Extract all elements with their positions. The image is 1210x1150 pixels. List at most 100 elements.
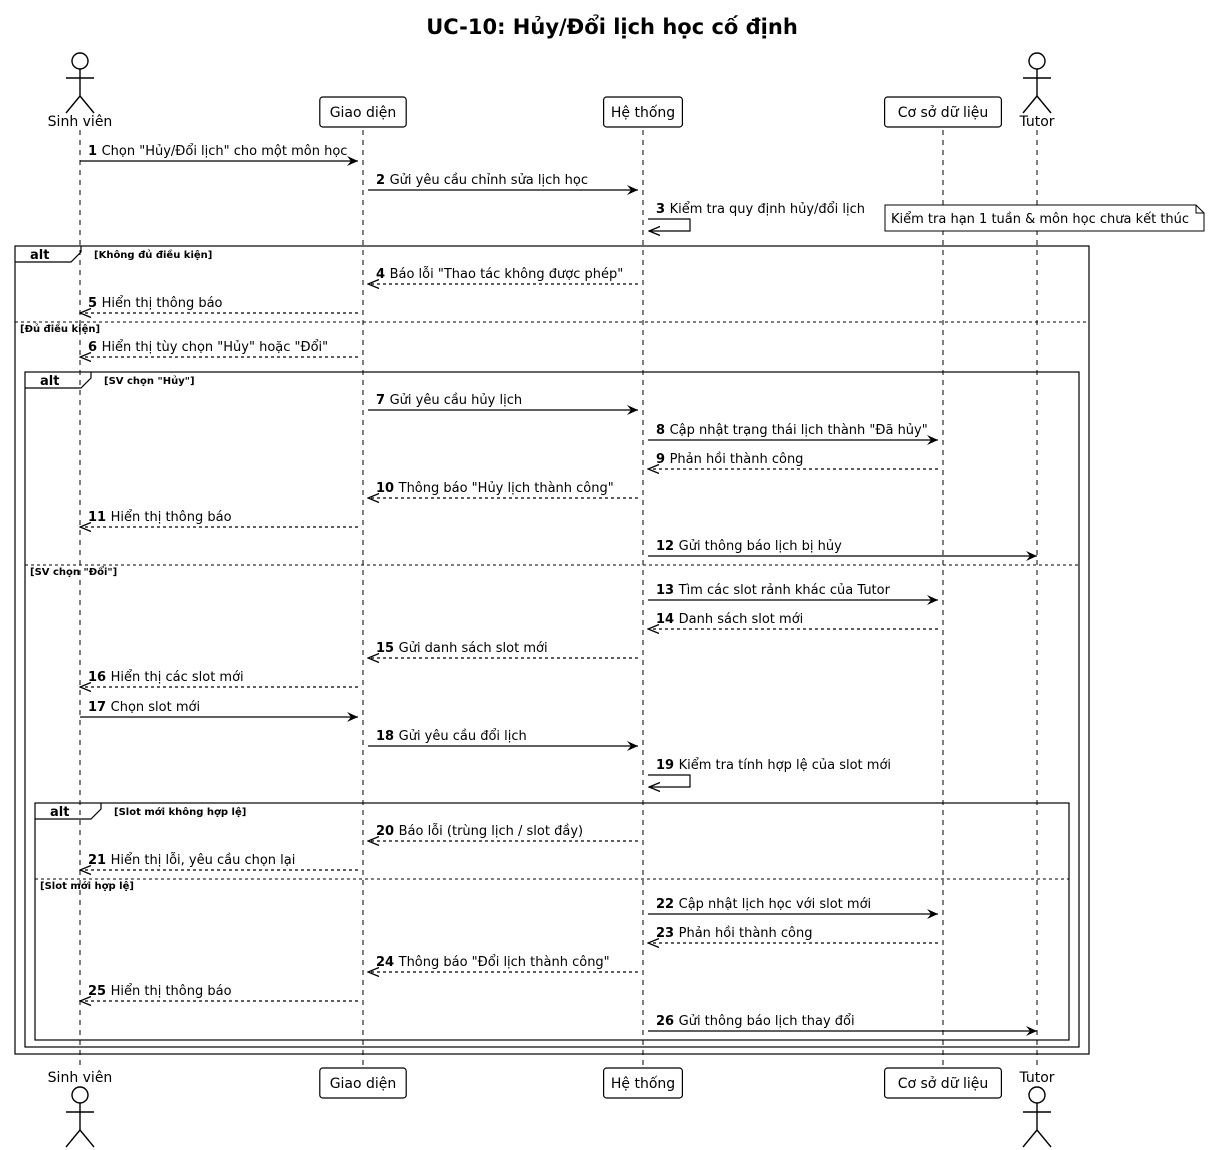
message-label: 2 Gửi yêu cầu chỉnh sửa lịch học [376,173,588,188]
message-label: 23 Phản hồi thành công [656,926,812,941]
participant-db-bottom: Cơ sở dữ liệu [883,1067,1002,1099]
fragment-guard: [SV chọn "Đổi"] [30,565,117,578]
message-label: 12 Gửi thông báo lịch bị hủy [656,539,842,554]
message-label: 5 Hiển thị thông báo [88,296,223,311]
participant-label: Tutor [1018,114,1054,130]
participant-label: Sinh viên [48,1070,113,1086]
note-text: Kiểm tra hạn 1 tuần & môn học chưa kết t… [891,212,1189,227]
message-label: 25 Hiển thị thông báo [88,984,232,999]
message-8: 8 Cập nhật trạng thái lịch thành "Đã hủy… [648,423,938,445]
message-22: 22 Cập nhật lịch học với slot mới [648,897,938,919]
message-3: 3 Kiểm tra quy định hủy/đổi lịch [648,202,865,231]
message-11: 11 Hiển thị thông báo [80,510,358,527]
participant-sv-top: Sinh viên [48,52,113,130]
fragment-keyword: alt [50,805,69,820]
fragment-guard: [Slot mới hợp lệ] [40,880,134,892]
lifelines [79,130,1038,1068]
message-5: 5 Hiển thị thông báo [80,296,358,313]
message-arrow [648,218,691,231]
messages: 1 Chọn "Hủy/Đổi lịch" cho một môn học 2 G… [80,144,1037,1036]
message-label: 1 Chọn "Hủy/Đổi lịch" cho một môn học [88,144,347,159]
participant-ht-bottom: Hệ thống [602,1067,683,1099]
message-10: 10 Thông báo "Hủy lịch thành công" [368,481,638,498]
message-label: 24 Thông báo "Đổi lịch thành công" [376,955,610,970]
message-16: 16 Hiển thị các slot mới [80,670,358,687]
participant-gd-top: Giao diện [319,96,407,128]
message-26: 26 Gửi thông báo lịch thay đổi [648,1014,1037,1036]
actor-icon [1028,1086,1046,1104]
diagram-title: UC-10: Hủy/Đổi lịch học cố định [426,14,798,39]
message-label: 3 Kiểm tra quy định hủy/đổi lịch [656,202,865,217]
actor-icon [71,1086,89,1104]
message-24: 24 Thông báo "Đổi lịch thành công" [368,955,638,972]
message-label: 19 Kiểm tra tính hợp lệ của slot mới [656,758,891,773]
participant-box [602,96,683,128]
message-label: 4 Báo lỗi "Thao tác không được phép" [376,267,623,282]
fragment-guard: [SV chọn "Hủy"] [104,375,195,387]
fragment-keyword: alt [40,374,59,389]
message-label: 22 Cập nhật lịch học với slot mới [656,897,871,912]
message-label: 7 Gửi yêu cầu hủy lịch [376,393,522,408]
message-23: 23 Phản hồi thành công [648,926,938,943]
participant-db-top: Cơ sở dữ liệu [883,96,1002,128]
participant-label: Cơ sở dữ liệu [898,105,989,121]
message-label: 21 Hiển thị lỗi, yêu cầu chọn lại [88,853,295,868]
message-12: 12 Gửi thông báo lịch bị hủy [648,539,1037,561]
message-9: 9 Phản hồi thành công [648,452,938,469]
participant-label: Cơ sở dữ liệu [898,1076,989,1092]
alt-fragment: alt [Không đủ điều kiện] [Đủ điều kiện] [14,245,1090,1055]
participant-label: Giao diện [330,105,397,121]
participant-box [883,1067,1002,1099]
message-25: 25 Hiển thị thông báo [80,984,358,1001]
participant-label: Hệ thống [611,1075,675,1092]
message-19: 19 Kiểm tra tính hợp lệ của slot mới [648,758,891,787]
participant-gd-bottom: Giao diện [319,1067,407,1099]
message-label: 20 Báo lỗi (trùng lịch / slot đầy) [376,824,583,839]
participant-label: Hệ thống [611,104,675,121]
fragment-guard: [Không đủ điều kiện] [94,248,212,261]
message-20: 20 Báo lỗi (trùng lịch / slot đầy) [368,824,638,841]
message-label: 14 Danh sách slot mới [656,612,803,627]
participant-box [602,1067,683,1099]
participant-box [319,96,407,128]
message-15: 15 Gửi danh sách slot mới [368,641,638,658]
participant-label: Sinh viên [48,114,113,130]
message-6: 6 Hiển thị tùy chọn "Hủy" hoặc "Đổi" [80,340,358,357]
actor-icon [1028,52,1046,70]
participant-ht-top: Hệ thống [602,96,683,128]
message-14: 14 Danh sách slot mới [648,612,938,629]
message-label: 6 Hiển thị tùy chọn "Hủy" hoặc "Đổi" [88,340,328,355]
message-label: 11 Hiển thị thông báo [88,510,232,525]
participant-sv-bottom: Sinh viên [48,1070,113,1148]
fragment-guard: [Slot mới không hợp lệ] [114,806,246,818]
message-arrow [648,774,691,787]
message-17: 17 Chọn slot mới [80,700,358,722]
message-1: 1 Chọn "Hủy/Đổi lịch" cho một môn học [80,144,358,166]
message-label: 10 Thông báo "Hủy lịch thành công" [376,481,614,496]
message-label: 16 Hiển thị các slot mới [88,670,244,685]
message-label: 26 Gửi thông báo lịch thay đổi [656,1014,855,1029]
message-label: 8 Cập nhật trạng thái lịch thành "Đã hủy… [656,423,928,438]
alt-fragment: alt [Slot mới không hợp lệ] [Slot mới hợp … [34,802,1070,1041]
message-4: 4 Báo lỗi "Thao tác không được phép" [368,267,638,284]
message-7: 7 Gửi yêu cầu hủy lịch [368,393,638,415]
message-label: 18 Gửi yêu cầu đổi lịch [376,729,527,744]
participant-box [319,1067,407,1099]
message-18: 18 Gửi yêu cầu đổi lịch [368,729,638,751]
actor-icon [71,52,89,70]
message-label: 13 Tìm các slot rảnh khác của Tutor [656,583,891,598]
alt-fragment: alt [SV chọn "Hủy"] [SV chọn "Đổi"] [24,371,1080,1048]
message-13: 13 Tìm các slot rảnh khác của Tutor [648,583,938,605]
message-label: 15 Gửi danh sách slot mới [376,641,548,656]
message-2: 2 Gửi yêu cầu chỉnh sửa lịch học [368,173,638,195]
participant-box [883,96,1002,128]
participant-label: Giao diện [330,1076,397,1092]
fragment-guard: [Đủ điều kiện] [20,322,100,335]
participant-tutor-top: Tutor [1018,52,1055,130]
fragment-keyword: alt [30,248,49,263]
note: Kiểm tra hạn 1 tuần & môn học chưa kết t… [884,204,1205,232]
message-label: 17 Chọn slot mới [88,700,200,715]
participant-tutor-bottom: Tutor [1018,1070,1055,1148]
